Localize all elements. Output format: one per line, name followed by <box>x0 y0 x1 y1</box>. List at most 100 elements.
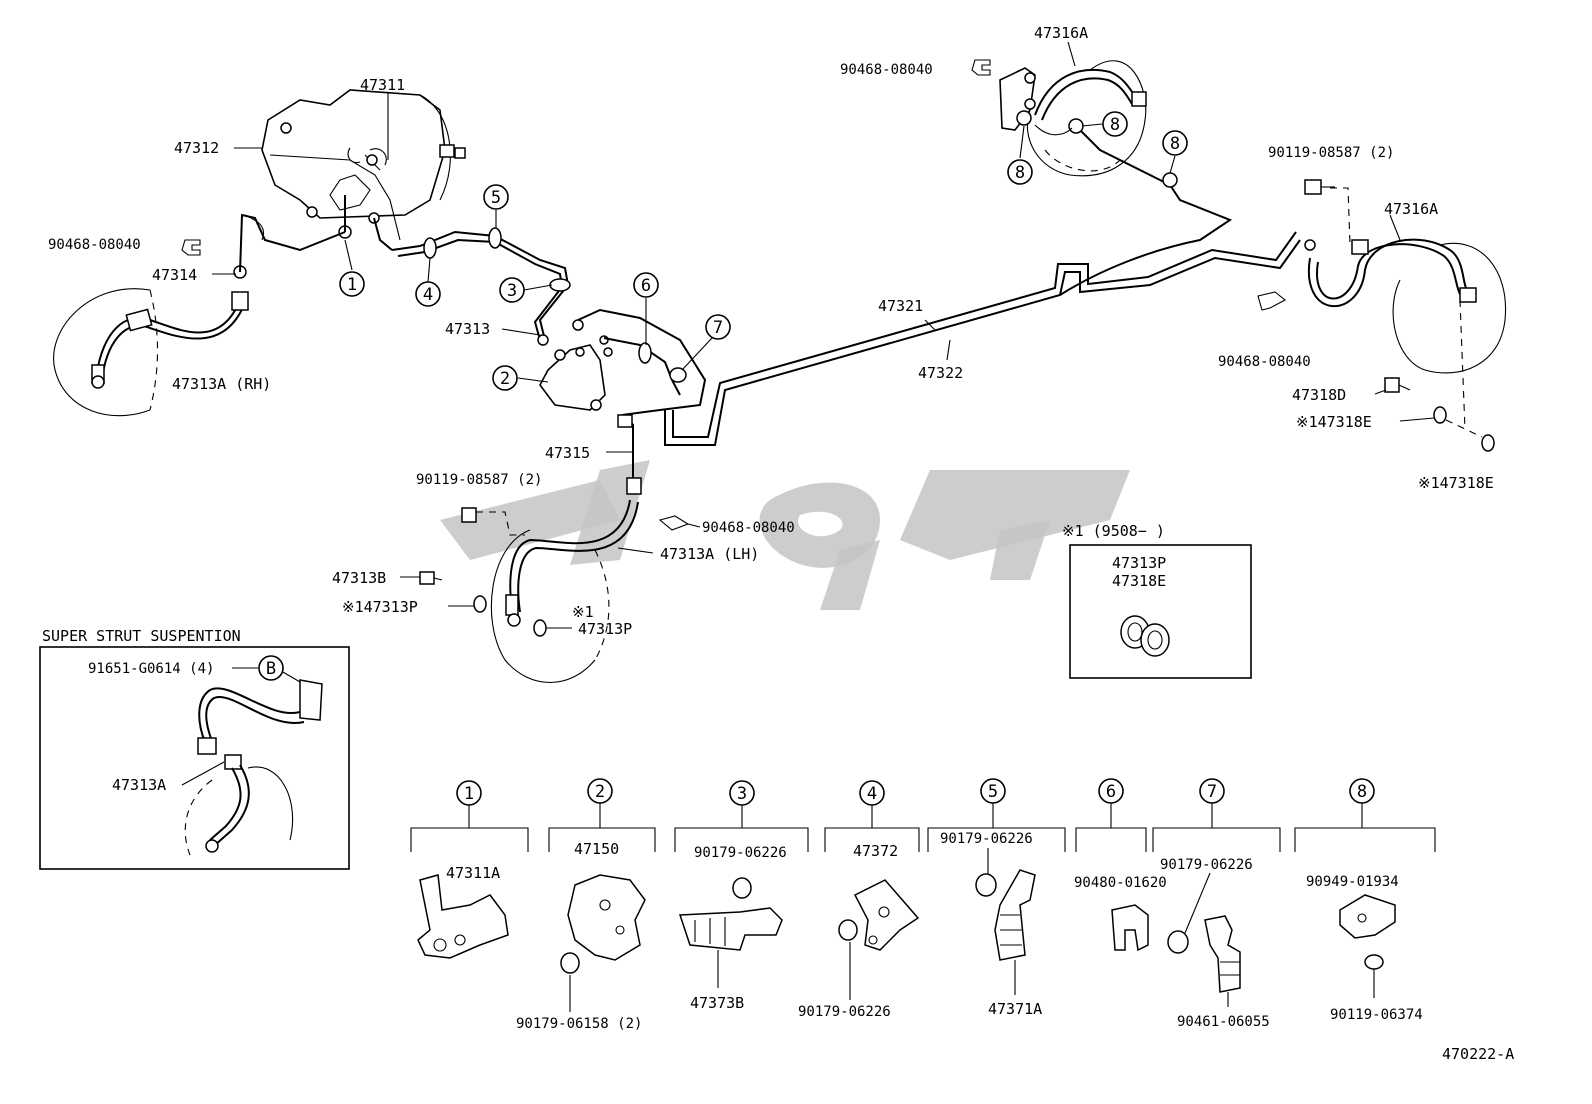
label-90119-08587-a: 90119-08587 (2) <box>416 472 542 488</box>
clip-icon <box>971 59 991 76</box>
label-47311: 47311 <box>360 76 405 94</box>
label-147318E-b: ※147318E <box>1418 474 1494 492</box>
super-strut-inset: SUPER STRUT SUSPENTION 91651-G0614 (4) B… <box>39 627 350 870</box>
rear-rh-wheel <box>1304 179 1507 452</box>
detail-2-part-b: 90179-06158 (2) <box>516 1016 642 1032</box>
svg-text:2: 2 <box>595 782 605 802</box>
detail-8: 8 90949-01934 90119-06374 <box>1294 778 1436 1023</box>
diagram-code: 470222-A <box>1442 1045 1514 1063</box>
detail-4: 4 47372 90179-06226 <box>798 780 920 1020</box>
label-47313: 47313 <box>445 320 490 338</box>
label-47313B: 47313B <box>332 569 386 587</box>
marker-2: 2 <box>492 365 518 391</box>
detail-7-part-b: 90461-06055 <box>1177 1014 1270 1030</box>
label-47321: 47321 <box>878 297 923 315</box>
inset-bolt-label: 91651-G0614 (4) <box>88 661 214 677</box>
svg-text:8: 8 <box>1170 134 1180 154</box>
label-47316A-top: 47316A <box>1034 24 1088 42</box>
note-box-part-b: 47318E <box>1112 572 1166 590</box>
svg-text:2: 2 <box>500 369 510 389</box>
master-cylinder-assembly <box>261 89 466 251</box>
label-90468-08040-d: 90468-08040 <box>1218 354 1311 370</box>
detail-panels: 1 47311A 2 47150 90179-06158 (2) 3 <box>410 778 1436 1032</box>
detail-2-part-a: 47150 <box>574 840 619 858</box>
label-47313A-rh: 47313A (RH) <box>172 375 271 393</box>
svg-text:4: 4 <box>423 285 433 305</box>
marker-8c: 8 <box>1162 130 1188 156</box>
label-47314: 47314 <box>152 266 197 284</box>
callout-markers: 1 4 5 3 2 6 7 8 <box>339 111 1188 391</box>
inset-hose-label: 47313A <box>112 776 166 794</box>
svg-text:1: 1 <box>347 275 357 295</box>
rear-lh-hose <box>999 60 1178 188</box>
svg-text:3: 3 <box>737 784 747 804</box>
label-47315: 47315 <box>545 444 590 462</box>
label-47313A-lh: 47313A (LH) <box>660 545 759 563</box>
front-pipes <box>391 227 707 495</box>
detail-7: 7 90179-06226 90461-06055 <box>1152 778 1281 1030</box>
marker-1: 1 <box>339 271 365 297</box>
detail-5: 5 90179-06226 47371A <box>927 778 1066 1018</box>
label-147318E-a: ※147318E <box>1296 413 1372 431</box>
clip-icon <box>181 239 201 256</box>
front-lh-wheel <box>419 499 639 683</box>
svg-text:6: 6 <box>1106 782 1116 802</box>
leader-lines <box>212 41 1435 629</box>
clip-icon <box>658 515 690 531</box>
detail-6: 6 90480-01620 <box>1074 778 1167 952</box>
label-90468-08040-c: 90468-08040 <box>840 62 933 78</box>
front-rh-wheel <box>53 213 346 417</box>
label-90468-08040-a: 90468-08040 <box>48 237 141 253</box>
detail-5-part-b: 47371A <box>988 1000 1042 1018</box>
detail-2: 2 47150 90179-06158 (2) <box>516 778 656 1032</box>
detail-8-part-b: 90119-06374 <box>1330 1007 1423 1023</box>
svg-text:5: 5 <box>491 188 501 208</box>
marker-4: 4 <box>415 281 441 307</box>
svg-text:8: 8 <box>1015 163 1025 183</box>
svg-text:8: 8 <box>1357 782 1367 802</box>
label-47316A-right: 47316A <box>1384 200 1438 218</box>
part-labels: 47311 47312 90468-08040 47314 47313A (RH… <box>48 24 1494 638</box>
label-90119-08587-b: 90119-08587 (2) <box>1268 145 1394 161</box>
note-box: ※1 (9508− ) 47313P 47318E <box>1062 522 1252 679</box>
marker-5: 5 <box>483 184 509 210</box>
svg-text:7: 7 <box>1207 782 1217 802</box>
marker-7: 7 <box>705 314 731 340</box>
detail-7-part-a: 90179-06226 <box>1160 857 1253 873</box>
marker-6: 6 <box>633 272 659 298</box>
svg-text:3: 3 <box>507 281 517 301</box>
rear-brake-pipes <box>664 124 1301 446</box>
inset-marker-b: B <box>266 659 276 679</box>
marker-8b: 8 <box>1007 159 1033 185</box>
svg-text:7: 7 <box>713 318 723 338</box>
detail-6-part-a: 90480-01620 <box>1074 875 1167 891</box>
detail-5-part-a: 90179-06226 <box>940 831 1033 847</box>
note-box-part-a: 47313P <box>1112 554 1166 572</box>
label-note-1: ※1 <box>572 603 594 621</box>
label-47318D: 47318D <box>1292 386 1346 404</box>
svg-text:1: 1 <box>464 784 474 804</box>
note-box-title: ※1 (9508− ) <box>1062 522 1165 540</box>
label-47322: 47322 <box>918 364 963 382</box>
marker-3: 3 <box>499 277 525 303</box>
detail-3-part-a: 90179-06226 <box>694 845 787 861</box>
detail-8-part-a: 90949-01934 <box>1306 874 1399 890</box>
label-90468-08040-b: 90468-08040 <box>702 520 795 536</box>
inset-title: SUPER STRUT SUSPENTION <box>42 627 241 645</box>
clip-icon <box>1257 291 1286 311</box>
label-47312: 47312 <box>174 139 219 157</box>
detail-3-part-b: 47373B <box>690 994 744 1012</box>
detail-4-part-a: 47372 <box>853 842 898 860</box>
detail-4-part-b: 90179-06226 <box>798 1004 891 1020</box>
detail-1-part-a: 47311A <box>446 864 500 882</box>
svg-text:4: 4 <box>867 784 877 804</box>
svg-text:6: 6 <box>641 276 651 296</box>
marker-8a: 8 <box>1102 111 1128 137</box>
label-147313P: ※147313P <box>342 598 418 616</box>
detail-3: 3 90179-06226 47373B <box>674 780 809 1012</box>
watermark-logo <box>440 460 1130 610</box>
svg-text:5: 5 <box>988 782 998 802</box>
detail-1: 1 47311A <box>410 780 529 959</box>
